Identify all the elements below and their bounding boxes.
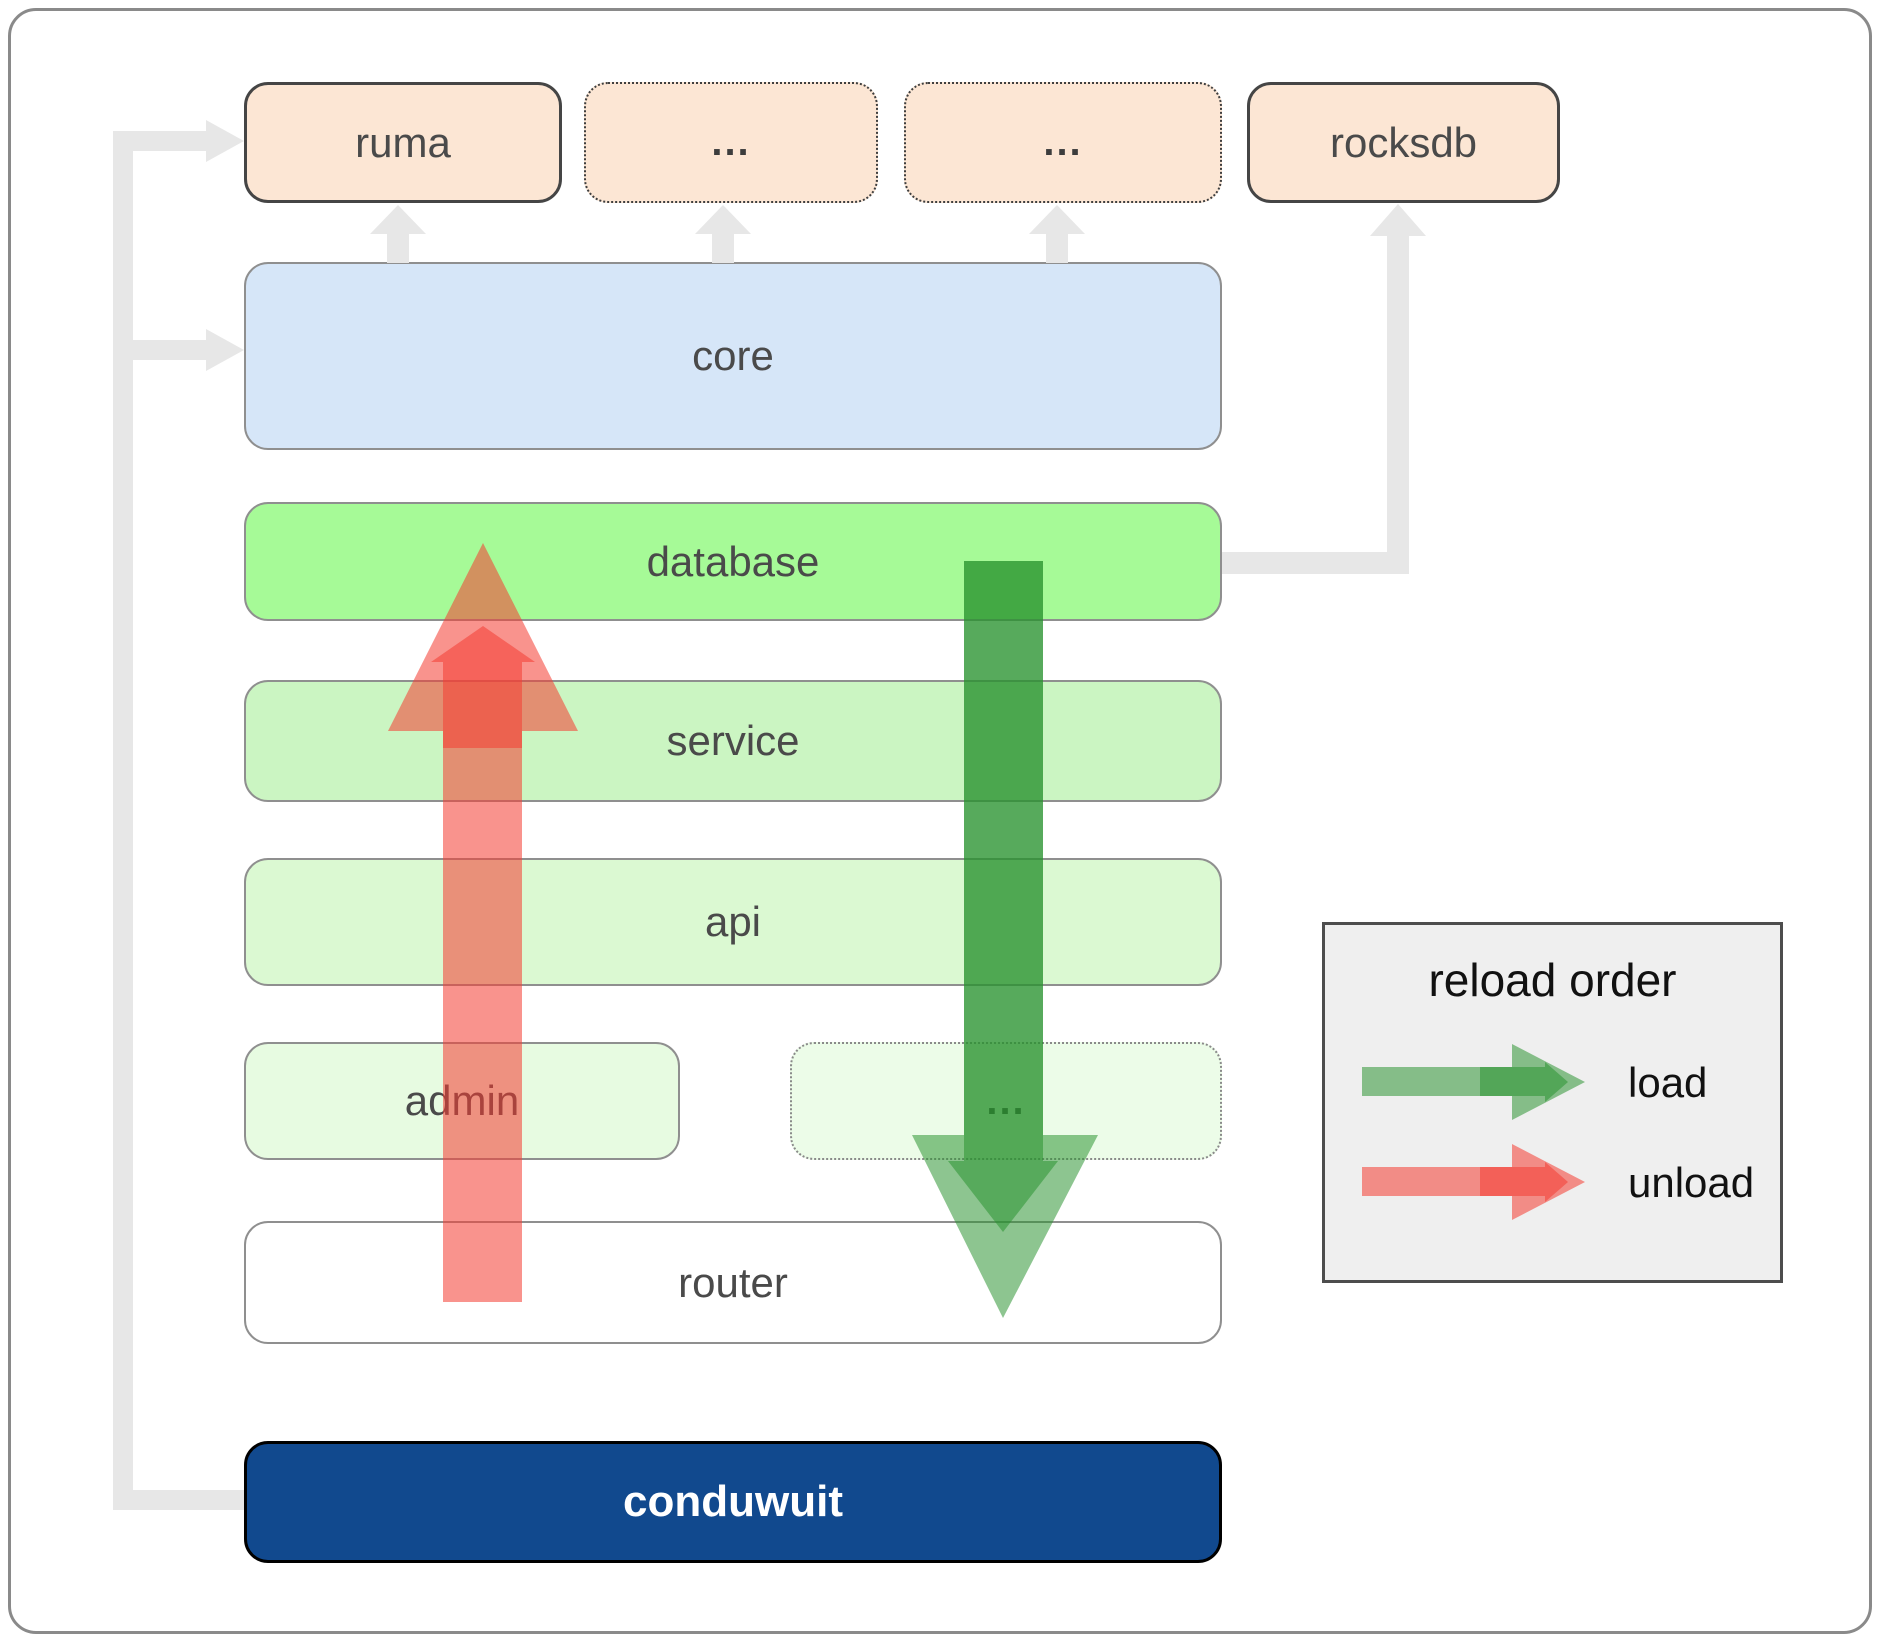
box-conduwuit-label: conduwuit bbox=[623, 1477, 843, 1526]
box-api: api bbox=[244, 858, 1222, 986]
legend-reload-order: reload order load unload bbox=[1322, 922, 1783, 1283]
box-router-label: router bbox=[678, 1258, 788, 1306]
box-database-label: database bbox=[646, 537, 820, 585]
box-api-label: api bbox=[704, 898, 762, 945]
box-core: core bbox=[244, 262, 1222, 450]
box-core-label: core bbox=[692, 332, 774, 379]
box-router: router bbox=[244, 1221, 1222, 1344]
box-ellipsis-admin-row: ... bbox=[790, 1042, 1222, 1160]
box-conduwuit: conduwuit bbox=[244, 1441, 1222, 1563]
box-service: service bbox=[244, 680, 1222, 802]
legend-load-label: load bbox=[1628, 1059, 1708, 1106]
box-rocksdb: rocksdb bbox=[1247, 82, 1560, 203]
box-ruma-label: ruma bbox=[355, 118, 451, 166]
box-database: database bbox=[244, 502, 1222, 621]
legend-unload-label: unload bbox=[1628, 1159, 1755, 1206]
box-ellipsis-dependency-1: ... bbox=[584, 82, 878, 203]
box-admin: admin bbox=[244, 1042, 680, 1160]
diagram-outer-frame bbox=[8, 8, 1872, 1634]
box-ellipsis-1-label: ... bbox=[711, 120, 751, 164]
box-ruma: ruma bbox=[244, 82, 562, 203]
box-service-label: service bbox=[666, 717, 800, 764]
box-ellipsis-2-label: ... bbox=[1043, 120, 1083, 164]
box-ellipsis-dependency-2: ... bbox=[904, 82, 1222, 203]
box-rocksdb-label: rocksdb bbox=[1329, 118, 1478, 166]
box-ellipsis-admin-label: ... bbox=[986, 1078, 1026, 1123]
box-admin-label: admin bbox=[404, 1077, 520, 1124]
legend-title: reload order bbox=[1428, 954, 1677, 1006]
